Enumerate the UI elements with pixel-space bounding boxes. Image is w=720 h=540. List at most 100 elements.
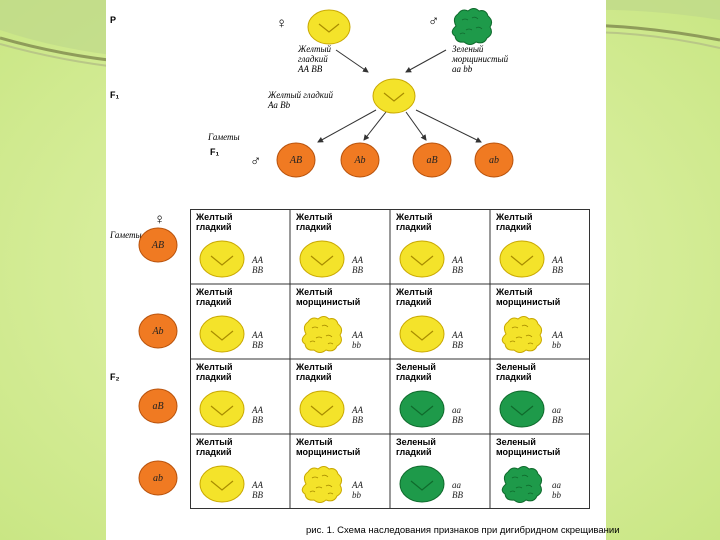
cell-phenotype: Желтыйгладкий	[196, 362, 232, 382]
cell-pea	[198, 239, 246, 284]
gen-label-p: P	[110, 15, 116, 25]
f2-gametes-label: Гаметы	[110, 230, 142, 240]
cell-phenotype-color: Желтый	[196, 437, 232, 447]
cell-genotype-b: ВВ	[452, 490, 463, 500]
cell-phenotype-shape: гладкий	[496, 372, 536, 382]
f1-gamete-2: Аb	[340, 142, 380, 178]
cell-pea	[298, 464, 346, 509]
parent-male-phenotype-2: морщинистый	[452, 54, 508, 64]
f2-row-gamete-2: Аb	[138, 313, 178, 349]
cell-pea	[398, 389, 446, 434]
cell-genotype-a: АА	[252, 405, 263, 415]
cell-phenotype-shape: гладкий	[396, 372, 436, 382]
cell-genotype-b: bb	[552, 340, 563, 350]
cell-genotype-b: ВВ	[252, 415, 263, 425]
f2-row-gamete-3: аВ	[138, 388, 178, 424]
f1-phenotype: Желтый гладкий	[268, 90, 333, 100]
cell-phenotype-shape: морщинистый	[496, 447, 560, 457]
f1-gamete-3-label: аВ	[412, 142, 452, 178]
cell-phenotype: Желтыйморщинистый	[296, 287, 360, 307]
female-symbol: ♀	[276, 16, 287, 31]
cell-phenotype: Желтыйгладкий	[496, 212, 532, 232]
cell-phenotype-color: Желтый	[196, 212, 232, 222]
f1-gametes-label: Гаметы	[208, 132, 240, 142]
cell-genotype-b: bb	[352, 490, 363, 500]
cell-phenotype-shape: гладкий	[196, 222, 232, 232]
cell-phenotype-shape: гладкий	[296, 222, 332, 232]
cell-phenotype-color: Желтый	[296, 212, 332, 222]
cell-pea	[398, 464, 446, 509]
cell-genotype-a: АА	[552, 330, 563, 340]
f1-gametes-gen-label: F₁	[210, 147, 219, 157]
parent-female-pea	[306, 8, 352, 46]
f1-pea	[371, 77, 417, 115]
cell-genotype-a: АА	[352, 255, 363, 265]
cell-genotype-b: ВВ	[352, 415, 363, 425]
cell-genotype-a: АА	[352, 405, 363, 415]
cell-phenotype-color: Желтый	[396, 287, 432, 297]
cell-phenotype-shape: морщинистый	[296, 447, 360, 457]
cell-genotype-a: АА	[452, 255, 463, 265]
cell-genotype-b: ВВ	[252, 340, 263, 350]
cell-pea	[498, 389, 546, 434]
cell-pea	[298, 314, 346, 359]
cell-phenotype-color: Желтый	[396, 212, 432, 222]
cell-pea	[498, 239, 546, 284]
gen-label-f2: F₂	[110, 372, 120, 382]
cross-arrows	[106, 0, 606, 210]
f2-female-symbol: ♀	[154, 212, 165, 227]
parent-female-phenotype-2: гладкий	[298, 54, 328, 64]
cell-pea	[298, 239, 346, 284]
f1-gamete-3: аВ	[412, 142, 452, 178]
cell-pea	[398, 314, 446, 359]
cell-genotype-a: АА	[352, 480, 363, 490]
f2-row-gamete-2-label: Аb	[138, 313, 178, 349]
cell-genotype: ААВВ	[252, 255, 263, 275]
cell-genotype-b: bb	[552, 490, 561, 500]
cell-genotype-a: АА	[252, 480, 263, 490]
f1-gamete-4: аb	[474, 142, 514, 178]
cell-phenotype-shape: гладкий	[196, 297, 232, 307]
cell-phenotype-color: Желтый	[296, 437, 360, 447]
cell-phenotype-shape: гладкий	[196, 372, 232, 382]
f1-male-symbol: ♂	[250, 154, 261, 169]
f1-gamete-1: АВ	[276, 142, 316, 178]
cell-genotype-a: АА	[552, 255, 563, 265]
punnett-cell: ЖелтыйгладкийААВВ	[190, 209, 290, 284]
f1-gamete-2-label: Аb	[340, 142, 380, 178]
gen-label-f1: F₁	[110, 90, 119, 100]
cell-phenotype-color: Зеленый	[496, 362, 536, 372]
cell-phenotype-color: Желтый	[496, 287, 560, 297]
parent-male-pea	[448, 6, 496, 46]
f1-genotype: Аа Вb	[268, 100, 290, 110]
punnett-cell: Зеленыйморщинистыйааbb	[490, 434, 590, 509]
cell-genotype-a: аа	[552, 405, 563, 415]
cell-pea	[198, 464, 246, 509]
cell-genotype-a: АА	[252, 330, 263, 340]
f2-row-gamete-1-label: АВ	[138, 227, 178, 263]
cell-phenotype-color: Желтый	[296, 362, 332, 372]
cell-genotype-b: ВВ	[452, 415, 463, 425]
f2-row-gamete-4: аb	[138, 460, 178, 496]
cell-phenotype: Желтыйгладкий	[196, 287, 232, 307]
cell-pea	[498, 314, 546, 359]
f1-gamete-1-label: АВ	[276, 142, 316, 178]
